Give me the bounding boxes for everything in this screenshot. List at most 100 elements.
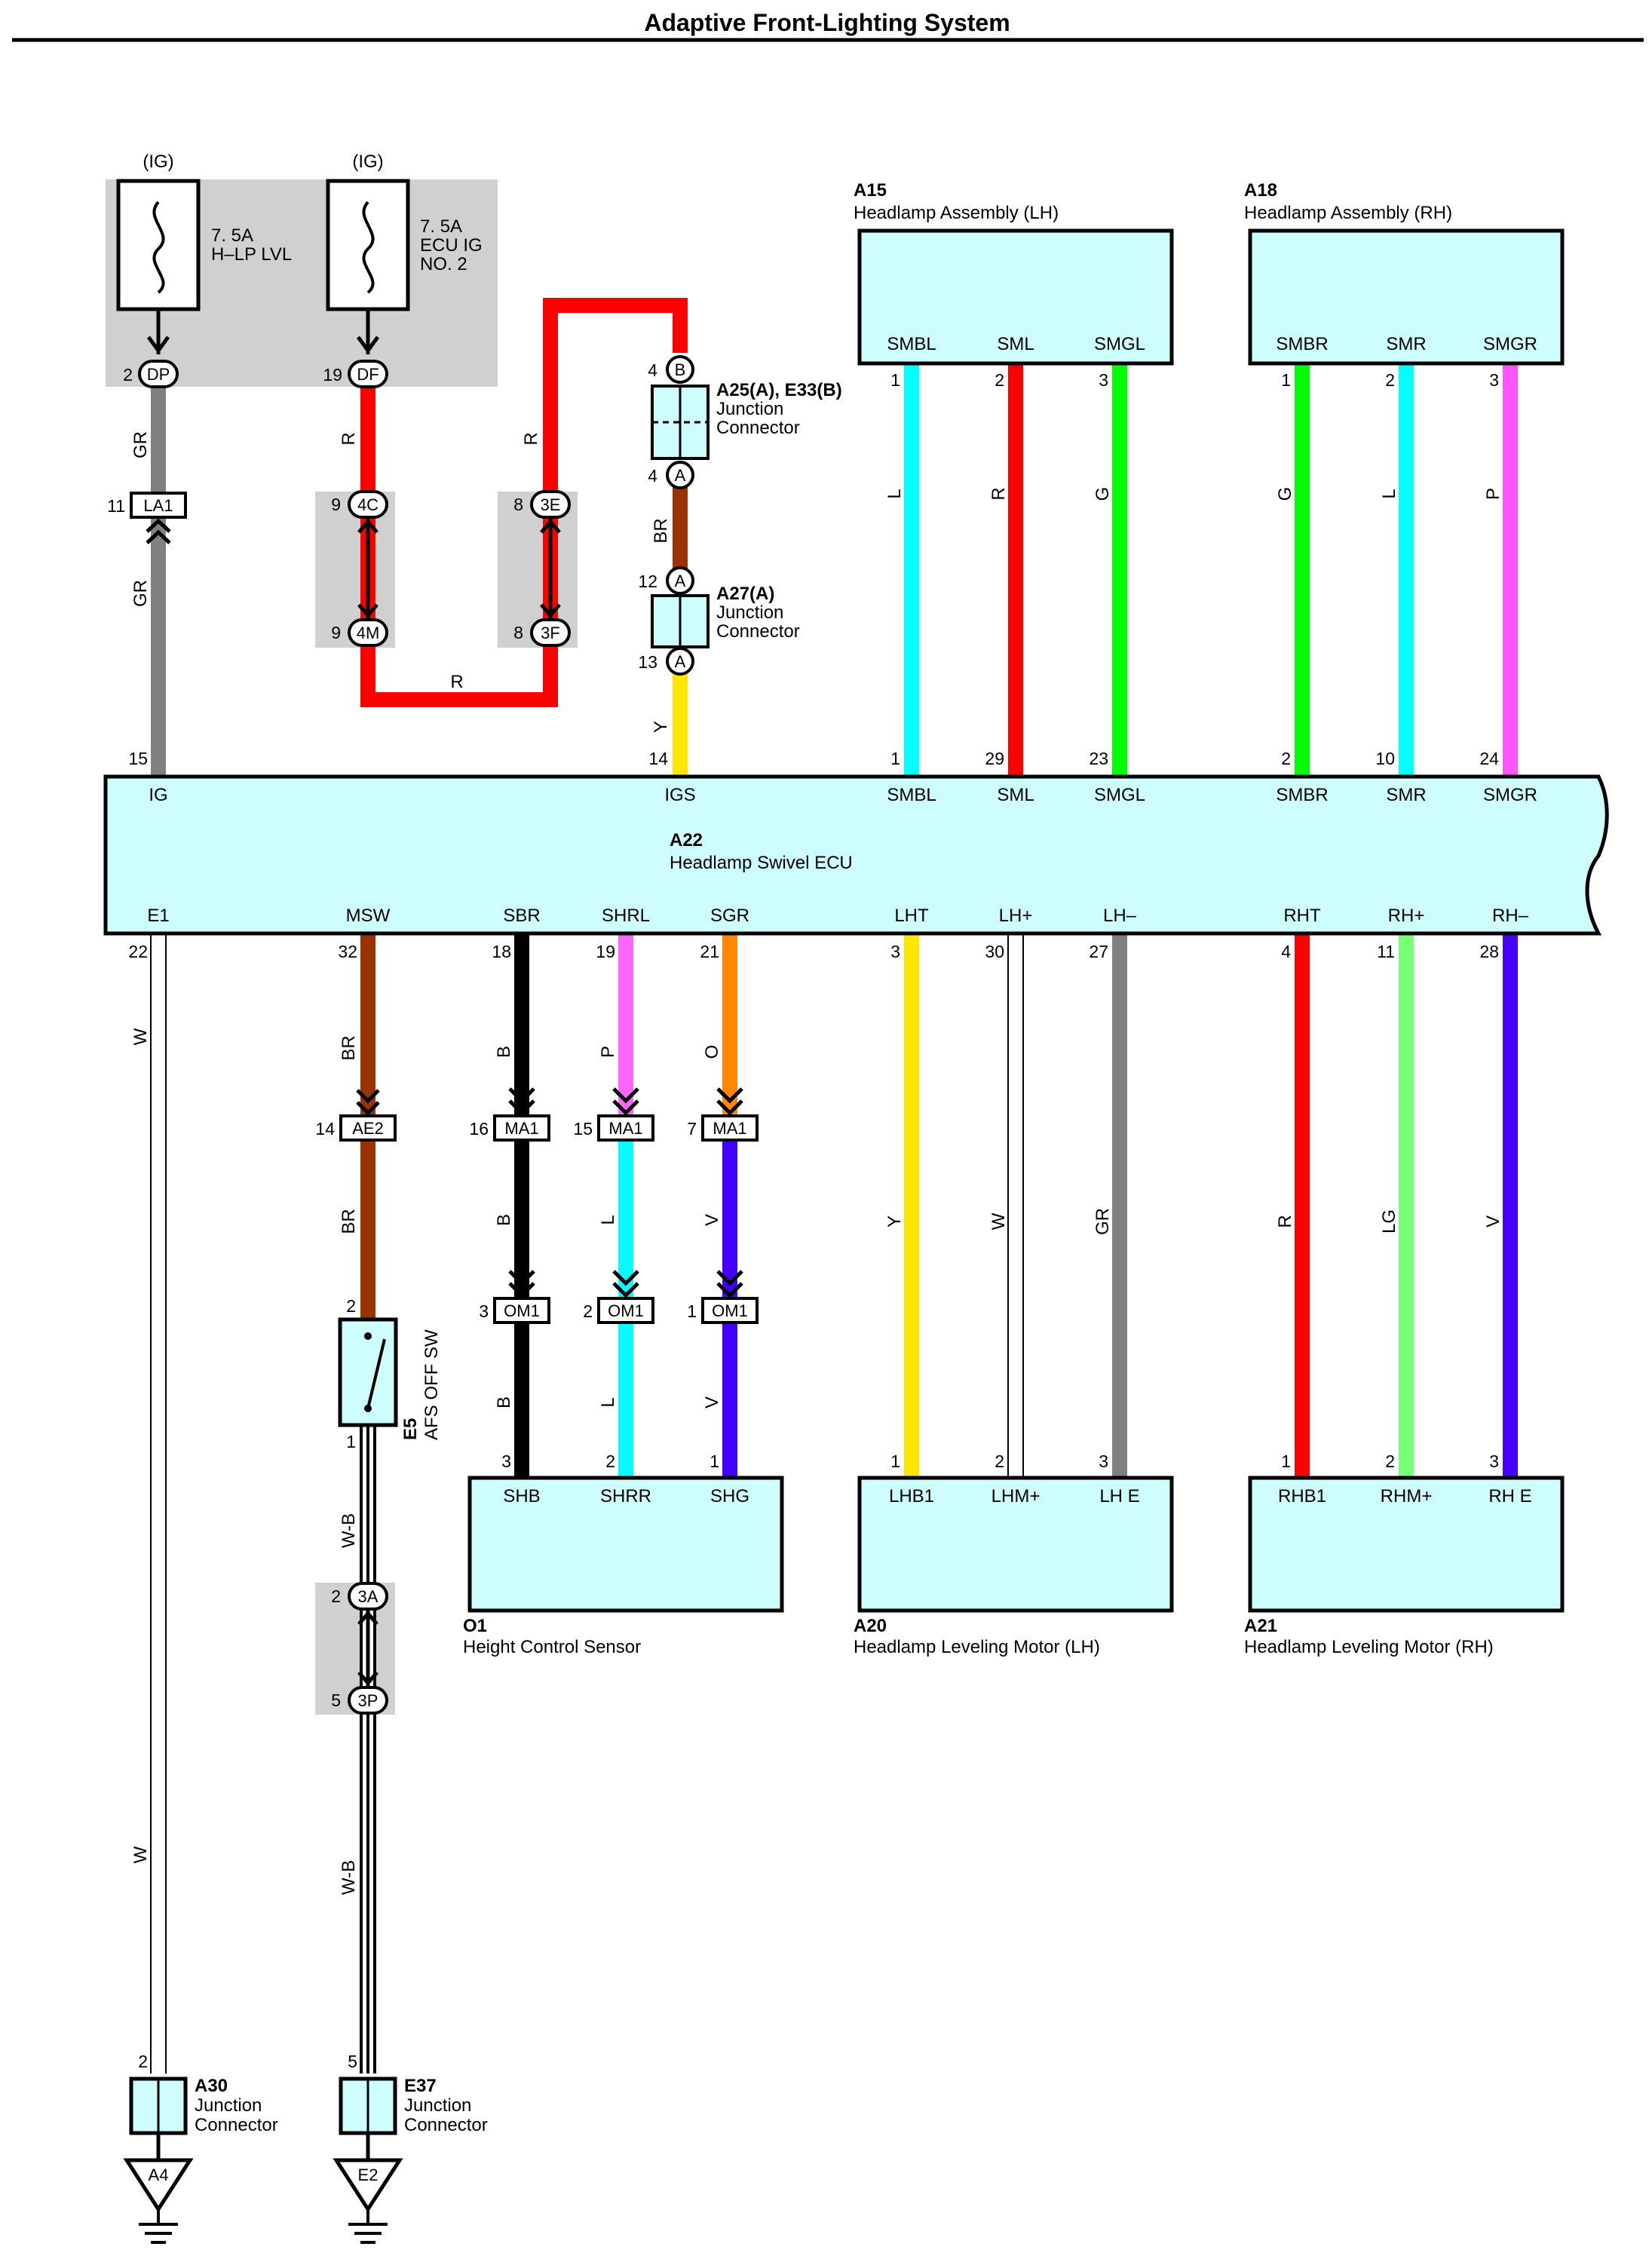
- svg-text:Junction: Junction: [404, 2095, 471, 2116]
- svg-text:SMBR: SMBR: [1276, 785, 1328, 805]
- svg-text:SML: SML: [997, 334, 1034, 354]
- svg-text:3E: 3E: [541, 495, 561, 514]
- junction-ae2: AE2 14: [315, 1089, 397, 1142]
- svg-text:2: 2: [346, 1296, 356, 1316]
- component-a22-headlamp-swivel-ecu: A22 Headlamp Swivel ECU: [103, 774, 1609, 936]
- svg-text:Connector: Connector: [716, 621, 800, 642]
- svg-text:LHB1: LHB1: [889, 1486, 934, 1506]
- svg-text:2: 2: [1385, 1451, 1395, 1471]
- svg-text:G: G: [1093, 487, 1113, 501]
- connector-dp: DP 2: [123, 360, 179, 388]
- svg-text:W: W: [130, 1846, 151, 1863]
- svg-text:LH+: LH+: [999, 906, 1033, 926]
- svg-text:E37: E37: [404, 2076, 437, 2096]
- junction-om1-shg: OM1 1: [687, 1270, 759, 1324]
- svg-text:2: 2: [1385, 370, 1395, 390]
- svg-text:4C: 4C: [357, 495, 379, 514]
- svg-text:14: 14: [648, 749, 668, 768]
- component-a30-junction-connector: 2 A30 Junction Connector A4: [123, 2052, 278, 2244]
- junction-ma1-sgr: MA1 7: [687, 1087, 759, 1142]
- svg-text:R: R: [521, 432, 541, 445]
- page-title: Adaptive Front-Lighting System: [644, 9, 1010, 36]
- svg-text:10: 10: [1375, 749, 1395, 768]
- svg-text:22: 22: [128, 942, 148, 961]
- svg-text:OM1: OM1: [712, 1301, 748, 1320]
- fuse-2-name: ECU IG: [420, 235, 483, 256]
- svg-text:29: 29: [985, 749, 1004, 768]
- svg-text:16: 16: [469, 1119, 489, 1139]
- svg-text:DP: DP: [147, 365, 170, 384]
- svg-text:3: 3: [890, 942, 900, 961]
- svg-text:R: R: [1275, 1215, 1295, 1228]
- svg-text:Y: Y: [884, 1215, 905, 1228]
- svg-text:SMR: SMR: [1386, 785, 1426, 805]
- svg-text:3: 3: [1099, 1451, 1108, 1471]
- svg-text:RHM+: RHM+: [1381, 1486, 1433, 1506]
- svg-text:2: 2: [995, 1451, 1004, 1471]
- svg-text:L: L: [598, 1215, 618, 1224]
- svg-text:28: 28: [1479, 942, 1499, 961]
- connector-df: DF 19: [323, 360, 388, 388]
- svg-text:SMBL: SMBL: [887, 334, 936, 354]
- svg-text:LH–: LH–: [1103, 906, 1137, 926]
- svg-text:27: 27: [1089, 942, 1108, 961]
- svg-text:9: 9: [331, 495, 341, 514]
- svg-text:21: 21: [700, 942, 719, 961]
- svg-text:A: A: [675, 572, 686, 590]
- component-o1-height-control-sensor: SHB SHRR SHG 3 2 1 O1 Height Control Sen…: [463, 1451, 784, 1657]
- svg-text:A18: A18: [1244, 180, 1277, 201]
- svg-text:OM1: OM1: [608, 1301, 644, 1320]
- svg-text:SMBL: SMBL: [887, 785, 936, 805]
- svg-text:SHG: SHG: [710, 1486, 749, 1506]
- fuse-2-name-line2: NO. 2: [420, 254, 467, 274]
- svg-text:P: P: [1483, 488, 1503, 500]
- svg-text:SHB: SHB: [503, 1486, 540, 1506]
- svg-text:A: A: [675, 652, 686, 671]
- svg-text:SMGR: SMGR: [1483, 785, 1537, 805]
- svg-text:BR: BR: [651, 518, 671, 543]
- svg-text:8: 8: [513, 623, 523, 642]
- svg-text:W-B: W-B: [339, 1860, 359, 1895]
- svg-text:L: L: [1379, 489, 1399, 498]
- svg-text:G: G: [1275, 487, 1295, 501]
- svg-text:BR: BR: [339, 1035, 359, 1060]
- svg-text:SMGL: SMGL: [1094, 785, 1145, 805]
- svg-text:24: 24: [1479, 749, 1499, 768]
- svg-text:Headlamp Assembly (RH): Headlamp Assembly (RH): [1244, 203, 1452, 223]
- svg-text:V: V: [702, 1396, 722, 1408]
- component-a18-headlamp-rh: A18 Headlamp Assembly (RH) SMBR SMR SMGR…: [1244, 180, 1565, 390]
- fuse-2-icon: [362, 201, 375, 294]
- svg-text:SMR: SMR: [1386, 334, 1426, 354]
- svg-text:Headlamp Swivel ECU: Headlamp Swivel ECU: [670, 853, 853, 873]
- fuse-1-rating: 7. 5A: [211, 225, 253, 246]
- svg-text:1: 1: [687, 1301, 697, 1321]
- svg-text:7: 7: [687, 1119, 697, 1139]
- ecu-bottom-terminals: E1 22 MSW 32 SBR 18 SHRL 19 SGR 21 LHT 3…: [128, 906, 1528, 961]
- svg-text:3A: 3A: [358, 1587, 379, 1606]
- svg-text:A4: A4: [149, 2165, 169, 2184]
- svg-text:1: 1: [346, 1432, 356, 1451]
- svg-text:3: 3: [501, 1451, 511, 1471]
- svg-text:4M: 4M: [357, 624, 380, 642]
- component-e5-afs-off-switch: 2 1 E5 AFS OFF SW: [338, 1296, 442, 1451]
- svg-text:19: 19: [596, 942, 615, 961]
- svg-text:AFS OFF SW: AFS OFF SW: [421, 1329, 442, 1440]
- svg-text:GR: GR: [130, 431, 151, 458]
- svg-text:Height Control Sensor: Height Control Sensor: [463, 1637, 641, 1657]
- ecu-top-terminals: IG 15 IGS 14 SMBL 1 SML 29 SMGL 23 SMBR …: [128, 749, 1537, 805]
- junction-om1-shb: OM1 3: [479, 1270, 550, 1324]
- svg-text:SHRL: SHRL: [602, 906, 650, 926]
- svg-text:R: R: [988, 487, 1009, 500]
- svg-text:GR: GR: [1093, 1208, 1113, 1235]
- svg-text:9: 9: [331, 623, 341, 642]
- svg-text:3: 3: [1489, 370, 1499, 390]
- fuse-ecu-ig-no2: (IG) 7. 5A ECU IG NO. 2: [326, 152, 483, 354]
- svg-text:Junction: Junction: [195, 2095, 262, 2116]
- svg-text:2: 2: [1281, 749, 1291, 768]
- svg-text:E2: E2: [358, 2165, 379, 2184]
- junction-ma1-shrl: MA1 15: [573, 1087, 654, 1142]
- ground-icon: [123, 2158, 194, 2213]
- svg-text:14: 14: [315, 1119, 335, 1139]
- component-a20-leveling-motor-lh: LHB1 LHM+ LH E 1 2 3 A20 Headlamp Leveli…: [854, 1451, 1174, 1657]
- svg-text:B: B: [494, 1046, 514, 1058]
